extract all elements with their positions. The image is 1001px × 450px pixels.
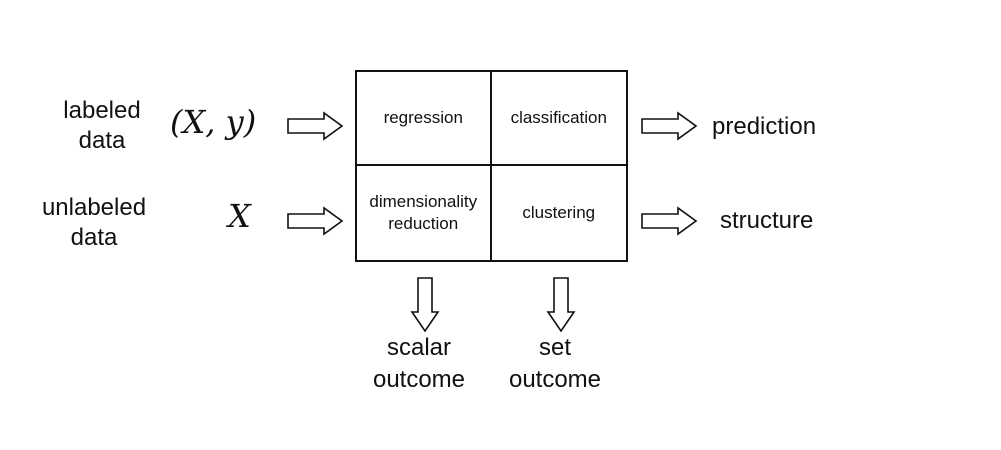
classification-cell: classification bbox=[491, 72, 626, 166]
unlabeled-data-label: unlabeled data bbox=[14, 193, 174, 253]
scalar-outcome-label: scalar outcome bbox=[344, 332, 494, 396]
prediction-arrow-icon bbox=[641, 111, 698, 141]
task-grid: regression classification dimensionality… bbox=[355, 70, 628, 262]
scalar-outcome-line1: scalar bbox=[386, 334, 452, 361]
scalar-outcome-arrow-icon bbox=[410, 277, 440, 333]
unlabeled-input-math: X bbox=[228, 197, 251, 235]
labeled-data-label: labeled data bbox=[22, 96, 182, 156]
reduction-label: reduction bbox=[388, 214, 459, 233]
prediction-label: prediction bbox=[712, 113, 817, 140]
unlabeled-data-label-line1: unlabeled bbox=[41, 194, 147, 221]
set-outcome-label: set outcome bbox=[480, 332, 630, 396]
structure-label: structure bbox=[720, 207, 814, 234]
labeled-input-math: (X, y) bbox=[170, 103, 257, 141]
clustering-cell: clustering bbox=[492, 166, 627, 260]
regression-cell: regression bbox=[357, 72, 492, 166]
set-outcome-line2: outcome bbox=[508, 366, 602, 393]
scalar-outcome-line2: outcome bbox=[372, 366, 466, 393]
structure-arrow-icon bbox=[641, 206, 698, 236]
classification-label: classification bbox=[510, 108, 607, 127]
set-outcome-line1: set bbox=[538, 334, 571, 361]
labeled-data-label-line1: labeled bbox=[63, 97, 141, 124]
clustering-label: clustering bbox=[522, 203, 596, 222]
labeled-data-label-line2: data bbox=[78, 127, 126, 154]
dimensionality-reduction-cell: dimensionality reduction bbox=[357, 166, 492, 260]
dimensionality-label: dimensionality bbox=[369, 192, 478, 211]
labeled-input-arrow-icon bbox=[287, 111, 344, 141]
unlabeled-data-label-line2: data bbox=[70, 224, 118, 251]
unlabeled-input-arrow-icon bbox=[287, 206, 344, 236]
regression-label: regression bbox=[383, 108, 463, 127]
set-outcome-arrow-icon bbox=[546, 277, 576, 333]
